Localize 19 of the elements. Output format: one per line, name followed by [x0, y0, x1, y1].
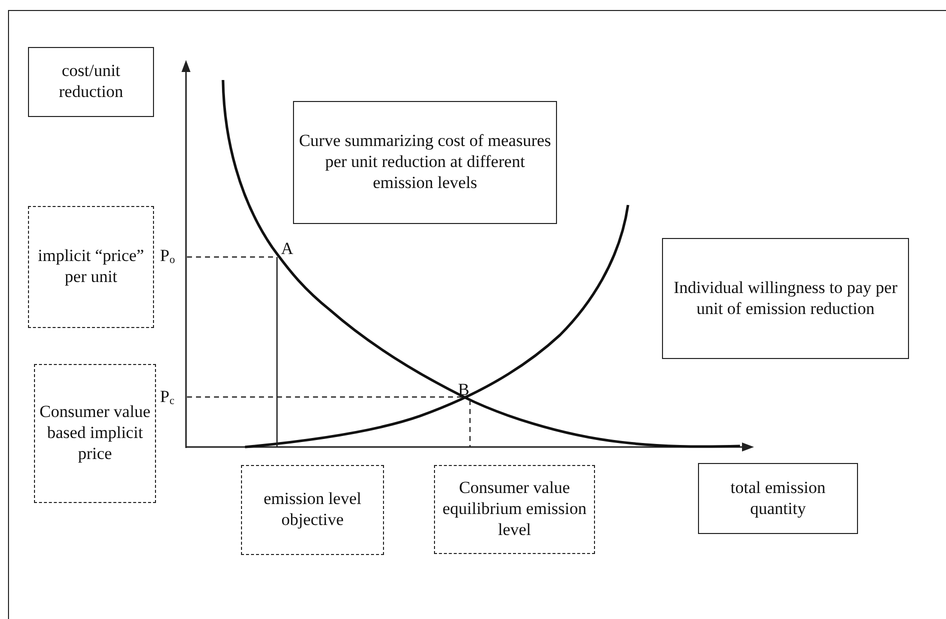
- point-label: P$_{c}$: [160, 388, 174, 407]
- point-label: A: [281, 240, 294, 257]
- text-box: [293, 101, 557, 224]
- box-text: cost/unit reduction: [58, 61, 124, 103]
- box-text: Individual willingness to pay per unit of emission reduction: [672, 278, 898, 320]
- point-label: P$_{o}$: [160, 247, 175, 266]
- dashed-text-box: [434, 465, 595, 554]
- box-text: Consumer value based implicit price: [39, 402, 151, 465]
- dashed-text-box: [34, 364, 156, 503]
- box-text: emission level objective: [262, 489, 362, 531]
- box-text: implicit “price” per unit: [36, 246, 146, 288]
- text-box: [698, 463, 858, 534]
- box-text: Consumer value equilibrium emission level: [441, 478, 588, 541]
- dashed-text-box: [28, 206, 154, 328]
- text-box: [662, 238, 909, 359]
- box-text: total emission quantity: [730, 478, 826, 520]
- text-box: [28, 47, 154, 117]
- box-text: Curve summarizing cost of measures per unit reduction at different emission levels: [298, 131, 552, 194]
- dashed-text-box: [241, 465, 384, 555]
